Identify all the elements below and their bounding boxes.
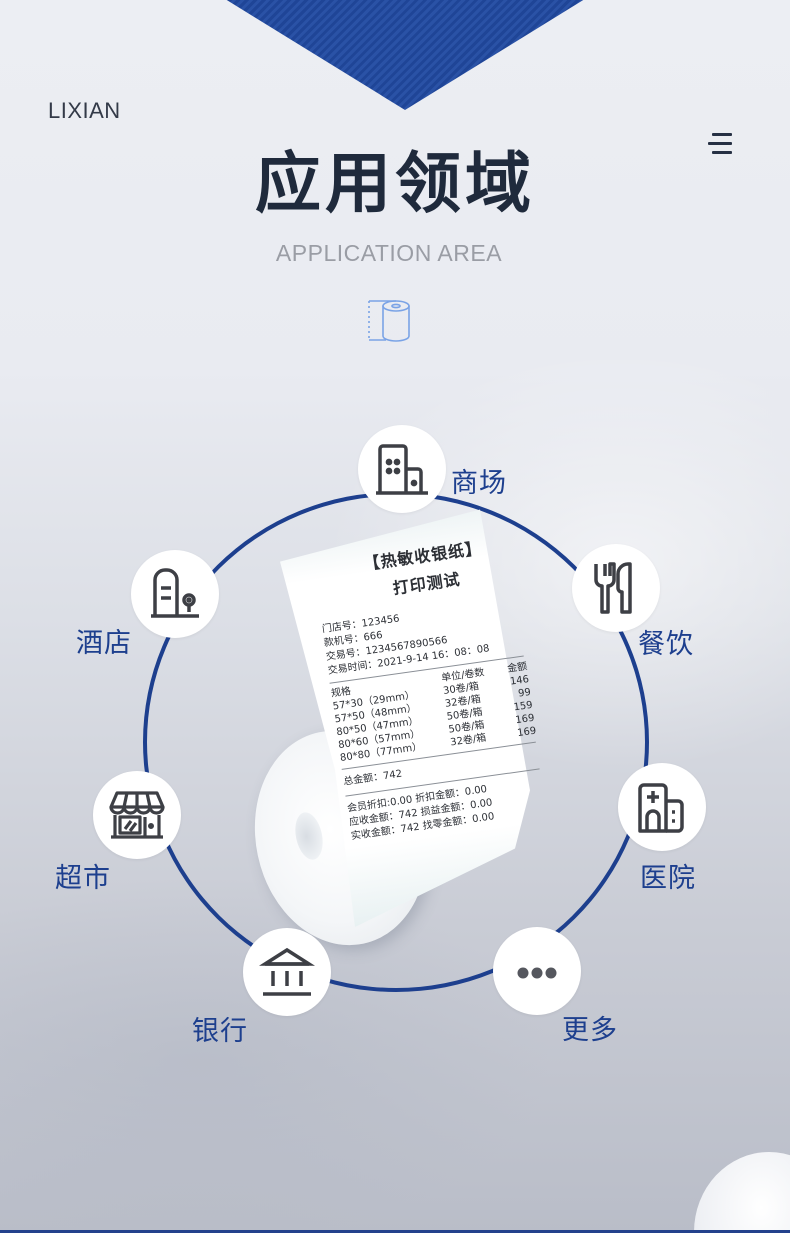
app-node-more[interactable] <box>493 927 581 1015</box>
label-catering: 餐饮 <box>638 629 694 660</box>
app-node-hospital[interactable] <box>618 763 706 851</box>
receipt-content: 【热敏收银纸】 打印测试 门店号：123456 款机号：666 交易号：1234… <box>312 527 570 844</box>
app-node-bank[interactable] <box>243 928 331 1016</box>
hamburger-menu-icon[interactable] <box>708 133 734 157</box>
app-node-hotel[interactable] <box>131 550 219 638</box>
storefront-icon <box>109 791 165 839</box>
page-title: 应用领域 <box>255 145 535 222</box>
bank-icon <box>258 947 316 996</box>
receipt-table: 规格 单位/卷数 金额 57*30（29mm） 30卷/箱 146 57*50（… <box>330 660 539 765</box>
building-icon <box>376 444 428 495</box>
cell-amount: 169 <box>516 725 538 740</box>
label-bank: 银行 <box>192 1016 248 1047</box>
thermal-paper-roll: 【热敏收银纸】 打印测试 门店号：123456 款机号：666 交易号：1234… <box>235 520 570 962</box>
label-supermarket: 超市 <box>55 863 111 894</box>
fork-knife-icon <box>594 562 632 614</box>
more-dots-icon <box>517 967 557 979</box>
bottom-accent-bar <box>0 1230 790 1233</box>
hotel-icon <box>151 568 199 618</box>
hospital-icon <box>638 783 684 833</box>
paper-roll-icon <box>366 298 412 344</box>
app-node-catering[interactable] <box>572 544 660 632</box>
decorative-chevron <box>217 0 593 110</box>
page-subtitle: APPLICATION AREA <box>275 240 503 266</box>
app-node-mall[interactable] <box>358 425 446 513</box>
label-hotel: 酒店 <box>76 628 132 659</box>
brand-name: LIXIAN <box>48 98 121 123</box>
app-node-supermarket[interactable] <box>93 771 181 859</box>
label-more: 更多 <box>562 1015 618 1046</box>
label-mall: 商场 <box>451 468 507 499</box>
label-hospital: 医院 <box>640 863 696 894</box>
